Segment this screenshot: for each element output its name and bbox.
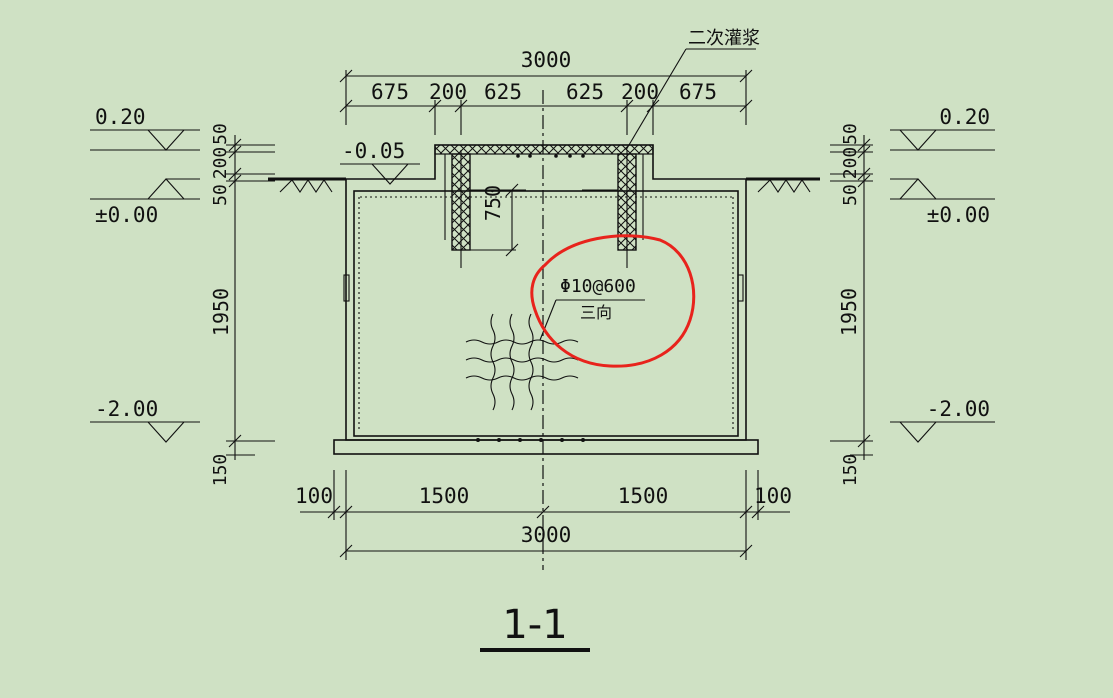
left-vdim-1: 50 xyxy=(210,123,231,145)
right-vdim-2: 200 xyxy=(840,147,861,180)
grout-leader: 二次灌浆 xyxy=(625,28,760,151)
top-dim-4: 625 xyxy=(566,80,604,104)
top-dim-2: 200 xyxy=(429,80,467,104)
right-vdim-4: 1950 xyxy=(837,288,861,336)
inner-elev-top: -0.05 xyxy=(342,139,405,163)
left-elev-bottom: -2.00 xyxy=(95,397,158,421)
bottom-dim-1: 100 xyxy=(295,484,333,508)
left-vertical-dimension: 50 200 50 1950 150 xyxy=(209,123,275,486)
left-elev-top: 0.20 xyxy=(95,105,146,129)
rebar-spec: Φ10@600 xyxy=(560,276,636,297)
pit-structure: 750 xyxy=(333,144,759,455)
top-dim-5: 200 xyxy=(621,80,659,104)
left-elev-zero: ±0.00 xyxy=(95,203,158,227)
left-vdim-2: 200 xyxy=(210,147,231,180)
left-elevations: 0.20 ±0.00 -2.00 xyxy=(90,105,200,443)
bottom-dim-4: 100 xyxy=(754,484,792,508)
right-vdim-5: 150 xyxy=(840,454,861,487)
bottom-segment-dimension: 100 1500 1500 100 xyxy=(295,470,792,560)
section-title: 1-1 xyxy=(502,602,567,648)
right-elev-zero: ±0.00 xyxy=(927,203,990,227)
top-dim-1: 675 xyxy=(371,80,409,104)
right-elevations: 0.20 ±0.00 -2.00 xyxy=(890,105,995,443)
left-vdim-4: 1950 xyxy=(209,288,233,336)
inner-elevation: -0.05 xyxy=(340,139,420,185)
right-elev-top: 0.20 xyxy=(939,105,990,129)
top-dim-6: 675 xyxy=(679,80,717,104)
red-circle-annotation xyxy=(530,234,696,368)
rebar-mesh xyxy=(465,299,645,411)
right-elev-bottom: -2.00 xyxy=(927,397,990,421)
left-vdim-3: 50 xyxy=(210,184,231,206)
left-vdim-5: 150 xyxy=(210,454,231,487)
overall-top-dim: 3000 xyxy=(521,48,572,72)
top-segment-dimension: 675 200 625 625 200 675 xyxy=(339,70,753,135)
top-dim-3: 625 xyxy=(484,80,522,104)
rebar-note: 三向 xyxy=(580,303,612,322)
grout-label: 二次灌浆 xyxy=(688,28,760,49)
right-vdim-1: 50 xyxy=(840,123,861,145)
top-overall-dimension: 3000 xyxy=(339,48,753,83)
right-vdim-3: 50 xyxy=(840,184,861,206)
right-vertical-dimension: 50 200 50 1950 150 xyxy=(830,123,873,486)
inner-depth-dim: 750 xyxy=(481,185,505,221)
bottom-dim-3: 1500 xyxy=(618,484,669,508)
overall-bottom-dim: 3000 xyxy=(521,523,572,547)
ground-lines xyxy=(268,177,820,193)
bottom-overall-dimension: 3000 xyxy=(339,523,753,558)
bottom-dim-2: 1500 xyxy=(419,484,470,508)
